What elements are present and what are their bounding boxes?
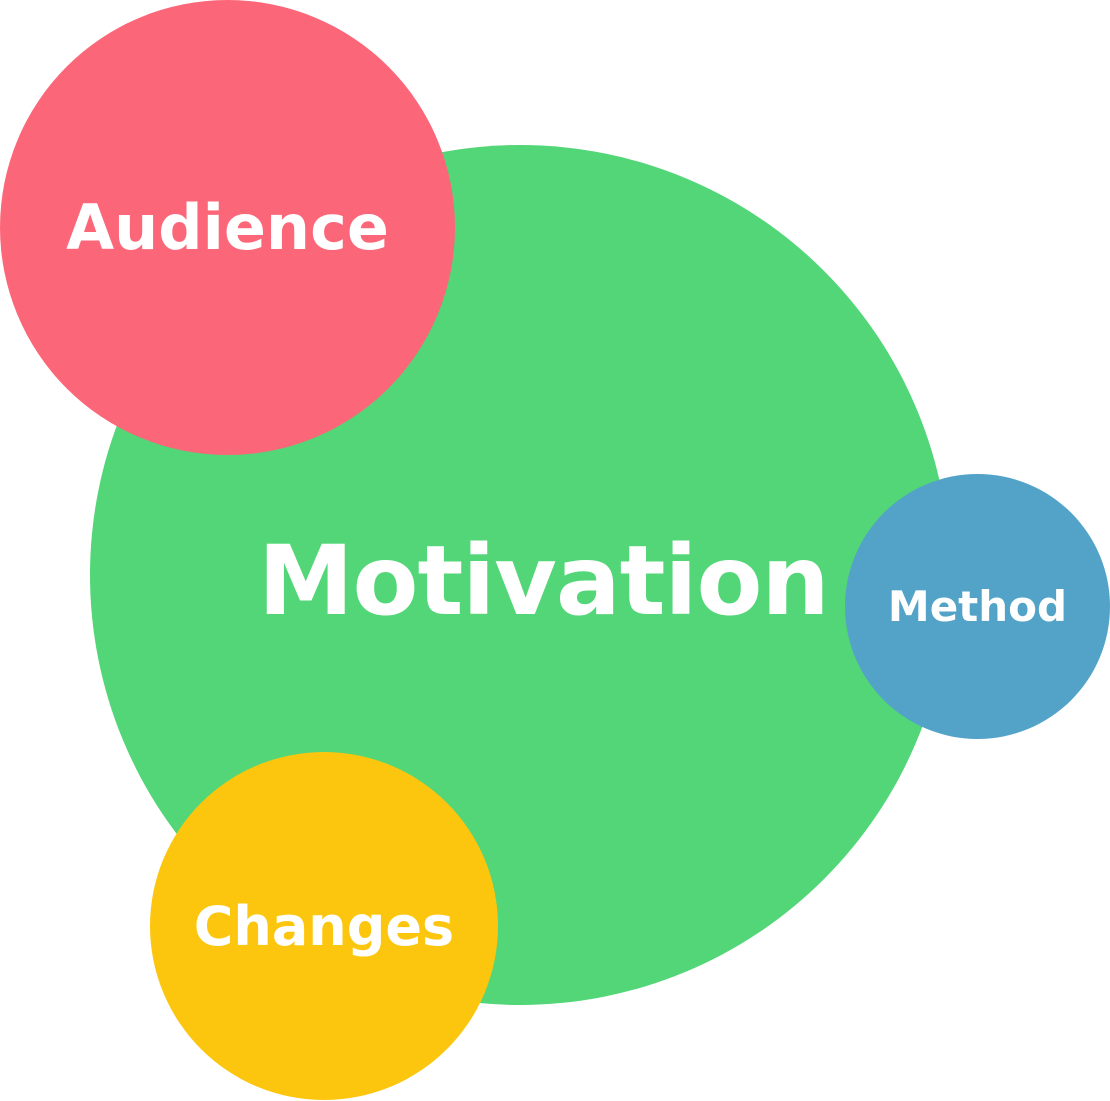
changes-circle: Changes bbox=[150, 752, 498, 1100]
method-label: Method bbox=[887, 582, 1068, 631]
motivation-label: Motivation bbox=[258, 525, 830, 637]
changes-label: Changes bbox=[193, 894, 455, 958]
method-circle: Method bbox=[845, 474, 1110, 739]
audience-circle: Audience bbox=[0, 0, 455, 455]
audience-label: Audience bbox=[66, 191, 389, 264]
